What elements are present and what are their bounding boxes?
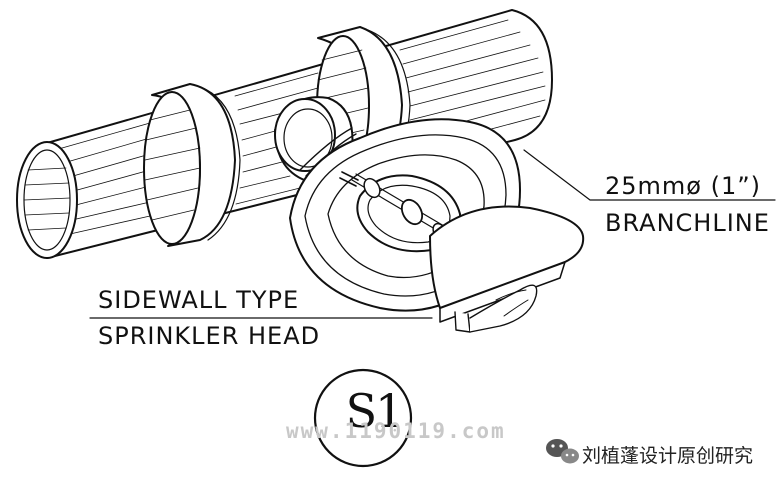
branchline-size-label: 25mmø (1”) xyxy=(605,172,762,200)
leader-lines xyxy=(89,149,776,319)
pipe-collar-left xyxy=(143,83,241,247)
branchline-leader xyxy=(523,149,776,201)
pipe-inner-hatching xyxy=(23,167,71,231)
pipe-hatching xyxy=(47,19,546,235)
watermark-url: www.1190119.com xyxy=(286,419,506,443)
pipe-open-end xyxy=(16,141,78,259)
callout-tag: S1 xyxy=(345,384,405,438)
sprinkler-deflector xyxy=(429,205,585,333)
callout-circle xyxy=(313,368,413,468)
sprinkler-label-line1: SIDEWALL TYPE xyxy=(98,286,300,314)
branchline-label: BRANCHLINE xyxy=(605,209,770,237)
sprinkler-label-line2: SPRINKLER HEAD xyxy=(98,322,321,350)
watermark-brand: 刘植蓬设计原创研究 xyxy=(582,445,754,467)
wechat-icon xyxy=(546,439,579,464)
